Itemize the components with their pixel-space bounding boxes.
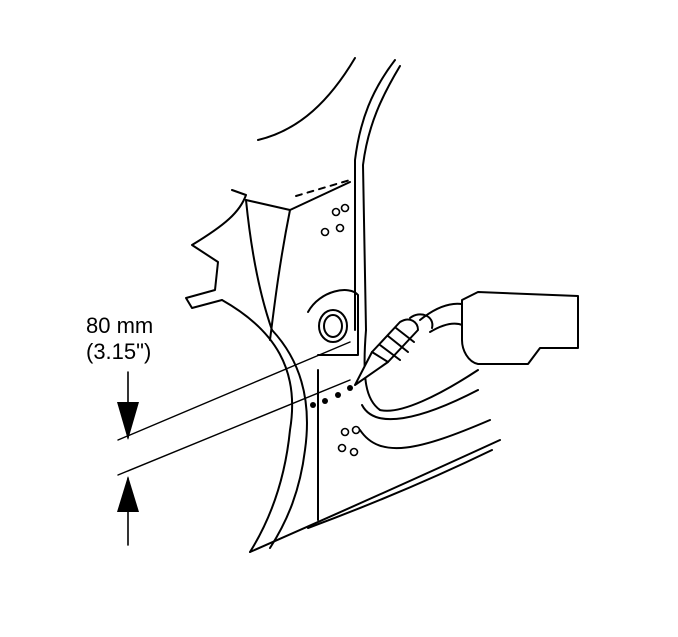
panel-lower-line (359, 419, 491, 450)
drill-points (310, 385, 353, 408)
panel-outer-curve (221, 299, 294, 553)
crease-line-2 (245, 199, 273, 331)
panel-bottom-edge-2 (307, 449, 493, 529)
panel-lower-line-2 (361, 389, 479, 421)
spot-welds-lower (337, 425, 361, 457)
upper-pillar-curve (257, 57, 356, 141)
dimension-imperial-label: (3.15") (86, 339, 152, 364)
access-hole-inner (323, 314, 343, 338)
hole-recess (307, 289, 359, 356)
panel-bottom-edge (249, 439, 501, 553)
panel-outer-curve-inner (269, 329, 308, 549)
pillar-outer-edge (354, 59, 396, 331)
arrow-top-head (117, 402, 139, 440)
seam-dashes (295, 179, 351, 197)
arrow-bottom-head (117, 476, 139, 512)
spot-welds-upper (320, 203, 350, 237)
drill-tool (354, 291, 579, 386)
crease-line-1 (269, 209, 291, 341)
dimension-line-upper (117, 341, 351, 441)
access-hole (318, 309, 348, 343)
dimension-line-lower (117, 379, 351, 476)
pillar-inner-edge (362, 65, 401, 331)
cut-edge (185, 189, 247, 309)
dimension-metric-label: 80 mm (86, 313, 154, 338)
